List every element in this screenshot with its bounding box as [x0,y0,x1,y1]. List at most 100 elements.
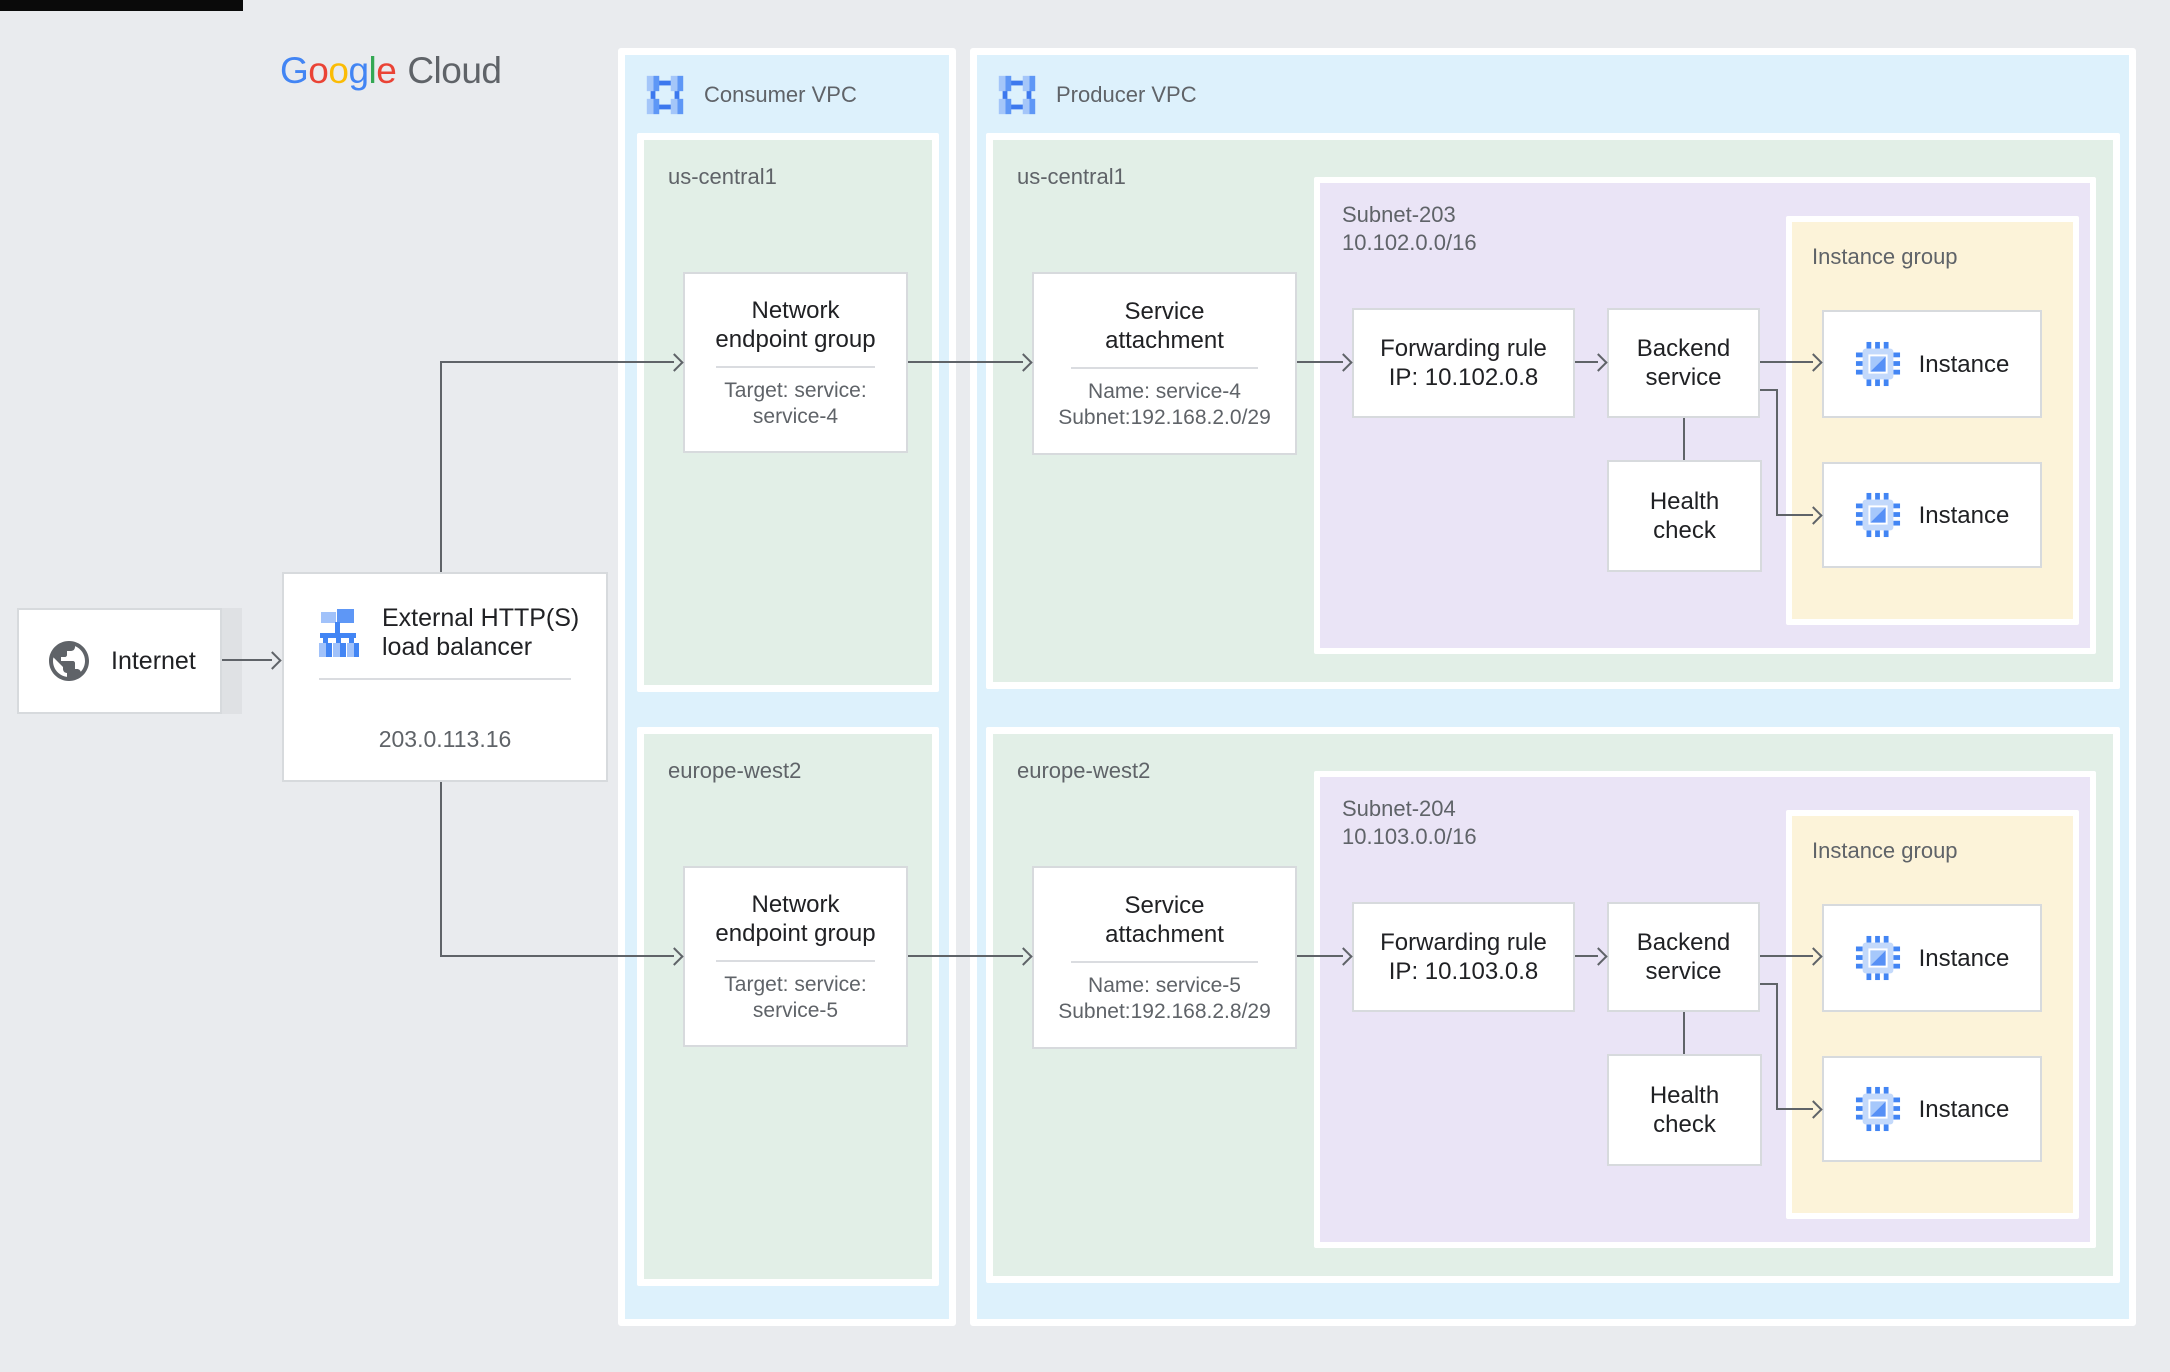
divider [715,365,876,368]
line-lb-up [440,362,442,572]
bs-line2: service [1645,958,1722,985]
instance-node-3: Instance [1822,904,2042,1012]
consumer-vpc-header: Consumer VPC [642,72,857,118]
sa-title-line1: Service [1124,297,1205,325]
instance-label: Instance [1918,501,2010,529]
service-attachment-2: Service attachment Name: service-5 Subne… [1032,866,1297,1049]
lb-ip-address: 203.0.113.16 [378,726,512,752]
sa-detail-line1: Name: service-5 [1088,973,1241,997]
load-balancer-node: External HTTP(S) load balancer 203.0.113… [282,572,608,782]
consumer-vpc-label: Consumer VPC [704,82,857,107]
internet-node: Internet [17,608,222,714]
hc-line1: Health [1649,1082,1720,1109]
bs-line1: Backend [1636,335,1731,362]
subnet-name: Subnet-203 [1342,202,1456,227]
backend-service-1: Backend service [1607,308,1760,418]
producer-vpc-label: Producer VPC [1056,82,1197,107]
producer-vpc-header: Producer VPC [994,72,1197,118]
arrow-lb-to-neg2 [440,955,674,957]
subnet-203-label: Subnet-203 10.102.0.0/16 [1342,201,1477,257]
sa-detail-line2: Subnet:192.168.2.8/29 [1058,999,1271,1023]
hc-line2: check [1653,517,1716,544]
instance-group-label: Instance group [1812,244,1958,269]
bs-line2: service [1645,364,1722,391]
internet-label: Internet [111,646,196,675]
forwarding-rule-2: Forwarding rule IP: 10.103.0.8 [1352,902,1575,1012]
arrow-sa1-to-fr1 [1297,361,1343,363]
line-bs2-elbow-h [1760,983,1778,985]
service-attachment-1: Service attachment Name: service-4 Subne… [1032,272,1297,455]
network-endpoint-group-2: Network endpoint group Target: service: … [683,866,908,1047]
instance-group-label: Instance group [1812,838,1958,863]
arrowhead [263,651,282,670]
hc-line1: Health [1649,488,1720,515]
load-balancer-icon [319,609,359,657]
line-bs1-to-hc1 [1683,418,1685,460]
sa-detail-line2: Subnet:192.168.2.0/29 [1058,405,1271,429]
region-label: us-central1 [1017,164,1126,189]
neg-detail-line2: service-4 [752,404,839,428]
arrow-bs1-to-instance2 [1776,514,1813,516]
vm-instance-icon [1855,1086,1900,1132]
arrow-fr2-to-bs2 [1575,955,1598,957]
instance-label: Instance [1918,350,2010,378]
arrow-lb-to-neg1 [440,361,674,363]
subnet-cidr: 10.103.0.0/16 [1342,824,1477,849]
divider [1070,960,1259,963]
subnet-204-label: Subnet-204 10.103.0.0/16 [1342,795,1477,851]
line-bs2-elbow-v [1776,983,1778,1110]
health-check-1: Health check [1607,460,1762,572]
backend-service-2: Backend service [1607,902,1760,1012]
bs-line1: Backend [1636,929,1731,956]
arrow-neg1-to-sa1 [908,361,1023,363]
divider [319,678,571,680]
subnet-cidr: 10.102.0.0/16 [1342,230,1477,255]
subnet-name: Subnet-204 [1342,796,1456,821]
neg-detail-line1: Target: service: [724,972,867,996]
vm-instance-icon [1855,341,1900,387]
vm-instance-icon [1855,935,1900,981]
line-bs2-to-hc2 [1683,1012,1685,1054]
globe-icon [49,641,89,681]
hc-line2: check [1653,1111,1716,1138]
instance-label: Instance [1918,1095,2010,1123]
line-bs1-elbow-v [1776,389,1778,516]
sa-detail-line1: Name: service-4 [1088,379,1241,403]
arrow-sa2-to-fr2 [1297,955,1343,957]
arrow-internet-to-lb [222,659,272,661]
neg-title-line1: Network [751,296,840,324]
google-logo-cloud: Cloud [407,50,502,91]
fr-title: Forwarding rule [1380,929,1547,956]
arrow-bs1-to-instance1 [1760,361,1813,363]
lb-title-line2: load balancer [382,633,533,661]
load-balancer-header: External HTTP(S) load balancer [318,604,606,662]
line-bs1-elbow-h [1760,389,1778,391]
neg-title-line1: Network [751,890,840,918]
top-black-bar [0,0,243,11]
divider [715,959,876,962]
instance-label: Instance [1918,944,2010,972]
arrow-fr1-to-bs1 [1575,361,1598,363]
neg-detail-line1: Target: service: [724,378,867,402]
neg-detail-line2: service-5 [752,998,839,1022]
instance-node-4: Instance [1822,1056,2042,1162]
divider [1070,366,1259,369]
arrow-bs2-to-instance4 [1776,1108,1813,1110]
google-cloud-logo: Google Cloud [280,50,502,92]
sa-title-line1: Service [1124,891,1205,919]
line-lb-down [440,782,442,957]
fr-ip: IP: 10.102.0.8 [1388,364,1539,391]
instance-node-1: Instance [1822,310,2042,418]
vpc-network-icon [646,75,684,115]
health-check-2: Health check [1607,1054,1762,1166]
google-logo-word: Google [280,50,397,91]
sa-title-line2: attachment [1105,920,1224,948]
arrow-neg2-to-sa2 [908,955,1023,957]
region-label: europe-west2 [668,758,802,783]
vpc-network-icon [998,75,1036,115]
region-label: europe-west2 [1017,758,1151,783]
neg-title-line2: endpoint group [715,919,876,947]
sa-title-line2: attachment [1105,326,1224,354]
fr-title: Forwarding rule [1380,335,1547,362]
